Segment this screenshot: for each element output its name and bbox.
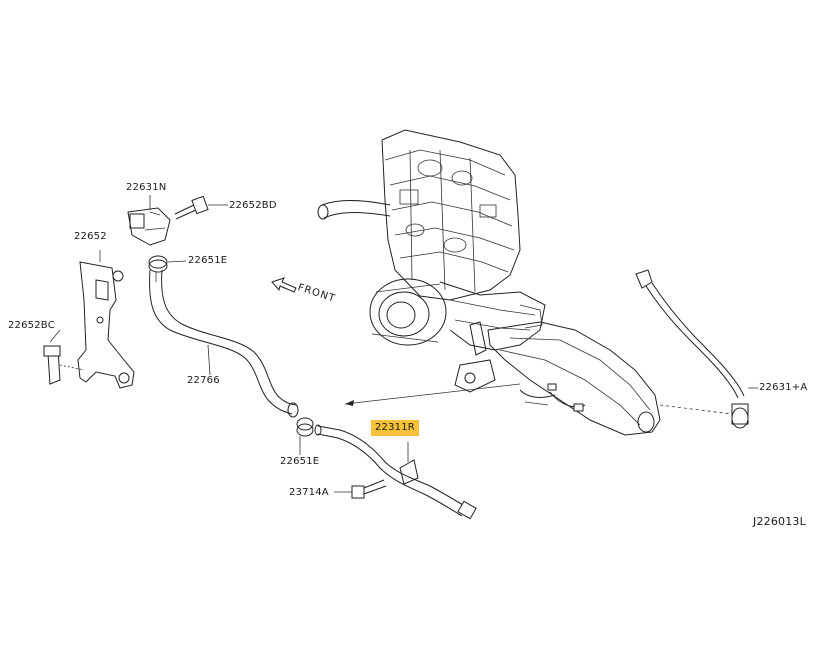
sensor-22631a	[635, 269, 758, 429]
clip-22651e-bottom	[296, 417, 314, 455]
part-label-22652[interactable]: 22652	[74, 231, 107, 242]
part-label-22651e-bottom[interactable]: 22651E	[280, 456, 320, 467]
part-label-22766[interactable]: 22766	[187, 375, 220, 386]
hose-22311r	[314, 424, 477, 520]
part-label-23714a[interactable]: 23714A	[289, 487, 329, 498]
bracket-22652	[43, 250, 135, 389]
figure-code: J226013L	[753, 515, 806, 528]
leader-arrowhead	[345, 400, 354, 406]
part-label-22651e-top[interactable]: 22651E	[188, 255, 228, 266]
engine-leader-line	[344, 383, 521, 405]
clip-22651e-top	[148, 255, 187, 273]
bolt-22652bd	[174, 195, 228, 220]
part-label-22652bc[interactable]: 22652BC	[8, 320, 55, 331]
hose-22766	[149, 269, 299, 418]
part-label-22652bd[interactable]: 22652BD	[229, 200, 277, 211]
part-label-22631n[interactable]: 22631N	[126, 182, 167, 193]
exhaust-body	[454, 304, 661, 436]
engine-assembly	[317, 129, 546, 351]
part-label-22631a[interactable]: 22631+A	[759, 382, 808, 393]
part-label-22311r-highlighted[interactable]: 22311R	[371, 420, 419, 436]
sensor-22631n	[127, 195, 171, 246]
front-arrow-icon	[271, 277, 297, 293]
bolt-23714a	[334, 479, 387, 499]
